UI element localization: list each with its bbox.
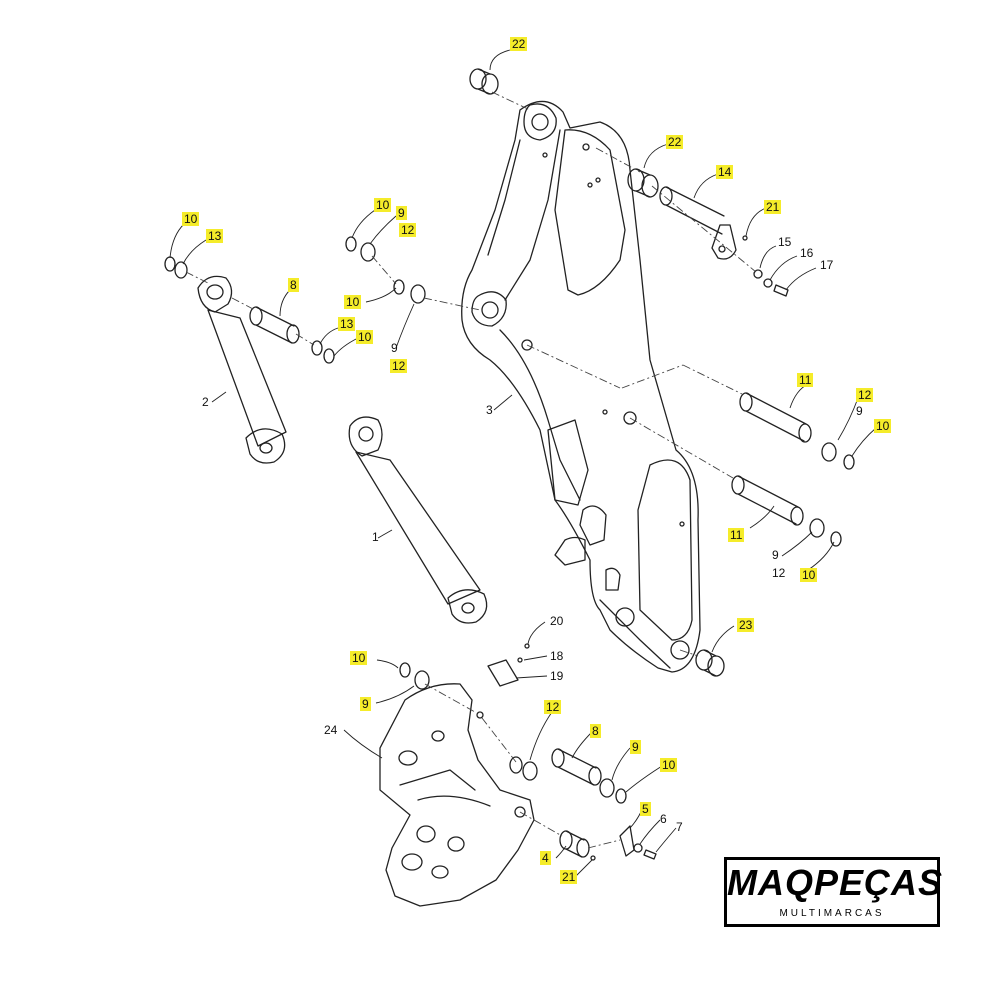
callout-10-d: 10: [356, 330, 374, 344]
callout-16: 16: [800, 246, 814, 260]
callout-2: 2: [202, 395, 209, 409]
callout-1: 1: [372, 530, 379, 544]
pin-14: [659, 186, 789, 297]
callout-13-b: 13: [338, 317, 356, 331]
bushing-23: [695, 649, 725, 677]
callout-12-e: 12: [544, 700, 562, 714]
callout-12-c: 12: [856, 388, 874, 402]
rings-upper-middle: [345, 236, 426, 304]
callout-13-a: 13: [206, 229, 224, 243]
callout-5: 5: [640, 802, 651, 816]
callout-19: 19: [550, 669, 564, 683]
plate-19: [487, 643, 530, 687]
pin-8-upper: [249, 306, 300, 344]
callout-9-c: 9: [856, 404, 863, 418]
callout-9-d: 9: [772, 548, 779, 562]
callout-10-g: 10: [350, 651, 368, 665]
callout-22-top: 22: [510, 37, 528, 51]
axis-lines: [185, 91, 757, 849]
callout-11-b: 11: [728, 528, 745, 542]
cylinder-1: [348, 416, 488, 624]
coupler-24: [379, 683, 535, 907]
pin-8-lower: [399, 662, 627, 804]
callout-11-a: 11: [797, 373, 814, 387]
callout-12-b: 12: [390, 359, 408, 373]
callout-7: 7: [676, 820, 683, 834]
callout-23: 23: [737, 618, 755, 632]
callout-18: 18: [550, 649, 564, 663]
callout-12-a: 12: [399, 223, 417, 237]
pin-11-upper: [739, 392, 855, 470]
callout-3: 3: [486, 403, 493, 417]
callout-10-h: 10: [660, 758, 678, 772]
callout-4: 4: [540, 851, 551, 865]
callout-21-bottom: 21: [560, 870, 578, 884]
callout-10-f: 10: [800, 568, 818, 582]
callout-8-a: 8: [288, 278, 299, 292]
rings-upper-left: [164, 256, 335, 364]
callout-9-a: 9: [396, 206, 407, 220]
cylinder-2: [197, 275, 287, 464]
callout-10-b: 10: [374, 198, 392, 212]
leader-lines: [169, 49, 877, 877]
callout-9-e: 9: [360, 697, 371, 711]
bushing-22-right: [627, 168, 659, 198]
callout-20: 20: [550, 614, 564, 628]
pin-11-lower: [731, 475, 842, 547]
boom-part: [461, 100, 701, 673]
callout-24: 24: [324, 723, 338, 737]
callout-14: 14: [716, 165, 734, 179]
callout-22-right: 22: [666, 135, 684, 149]
logo-tagline: MULTIMARCAS: [779, 908, 885, 919]
bushing-22-top: [469, 68, 499, 95]
callout-8-b: 8: [590, 724, 601, 738]
callout-10-c: 10: [344, 295, 362, 309]
callout-15: 15: [778, 235, 792, 249]
callout-6: 6: [660, 812, 667, 826]
callout-10-e: 10: [874, 419, 892, 433]
maqpecas-logo: MAQPEÇAS MULTIMARCAS: [724, 857, 944, 927]
callout-9-f: 9: [630, 740, 641, 754]
callout-12-d: 12: [772, 566, 786, 580]
callout-9-b: 9: [391, 341, 398, 355]
callout-21-top: 21: [764, 200, 782, 214]
callout-17: 17: [820, 258, 834, 272]
logo-brand-text: MAQPEÇAS: [727, 862, 944, 903]
callout-10-a: 10: [182, 212, 200, 226]
